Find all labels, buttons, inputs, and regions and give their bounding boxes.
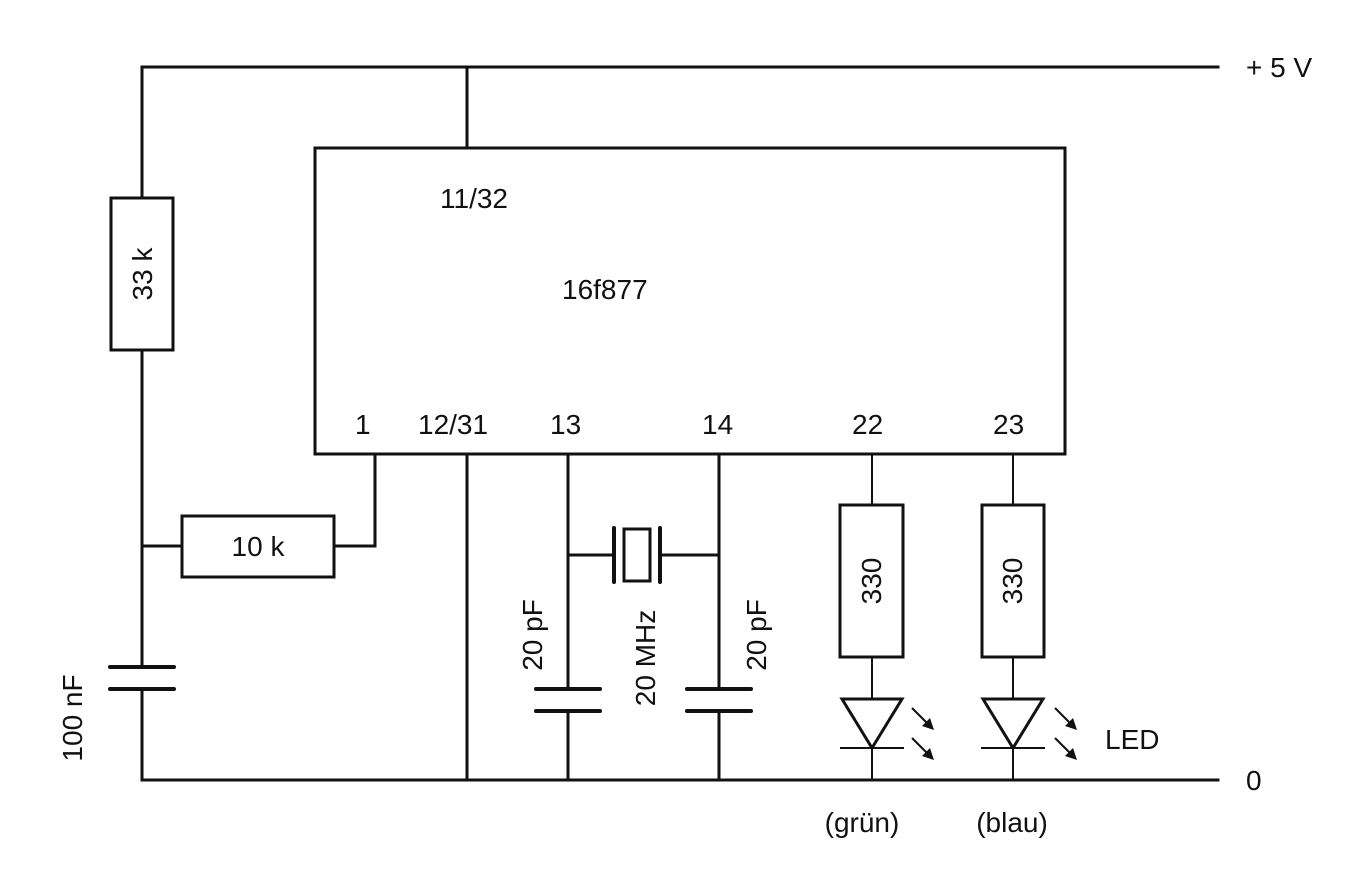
supply-rail-label: + 5 V	[1246, 52, 1312, 83]
pin-label-osc1: 13	[550, 409, 581, 440]
resistor-33k-label: 33 k	[127, 247, 158, 301]
resistor-10k-label: 10 k	[232, 531, 286, 562]
pin-label-rd3: 22	[852, 409, 883, 440]
resistor-330-green	[838, 503, 905, 659]
capacitor-100nf: 100 nF	[57, 665, 176, 762]
oscillator-wiring	[566, 452, 721, 782]
capacitor-20pf-left: 20 pF	[517, 599, 602, 713]
led-green-color-label: (grün)	[825, 807, 900, 838]
crystal-20mhz-label: 20 MHz	[630, 610, 661, 706]
pin-label-rd4: 23	[993, 409, 1024, 440]
capacitor-20pf-left-label: 20 pF	[517, 599, 548, 671]
microcontroller-16f877: 11/32 16f877 1 12/31 13 14 22 23	[313, 146, 1067, 456]
resistor-10k: 10 k	[180, 514, 336, 579]
ground-rail: 0	[140, 765, 1262, 796]
capacitor-20pf-right-label: 20 pF	[741, 599, 772, 671]
pin-label-osc2: 14	[702, 409, 733, 440]
led-branch-blue: 330 (blau)	[976, 454, 1077, 838]
led-green-icon	[839, 697, 934, 760]
resistor-33k: 33 k	[109, 196, 175, 352]
pin-label-mclr: 1	[355, 409, 371, 440]
led-blue-icon	[980, 697, 1077, 760]
led-blue-color-label: (blau)	[976, 807, 1048, 838]
led-branch-green: 330 (grün)	[825, 454, 934, 838]
resistor-330-blue-label: 330	[997, 558, 1028, 605]
ground-rail-label: 0	[1246, 765, 1262, 796]
resistor-330-blue	[980, 503, 1046, 659]
mcu-name-label: 16f877	[562, 274, 648, 305]
crystal-20mhz: 20 MHz	[612, 526, 662, 706]
pin-label-vss: 12/31	[418, 409, 488, 440]
reset-network-wiring	[140, 65, 377, 782]
mcu-vdd-pins-label: 11/32	[440, 183, 508, 214]
capacitor-20pf-right: 20 pF	[685, 599, 772, 713]
supply-rail: + 5 V	[140, 52, 1312, 150]
resistor-330-green-label: 330	[856, 558, 887, 605]
led-label: LED	[1105, 724, 1159, 755]
capacitor-100nf-label: 100 nF	[57, 674, 88, 761]
